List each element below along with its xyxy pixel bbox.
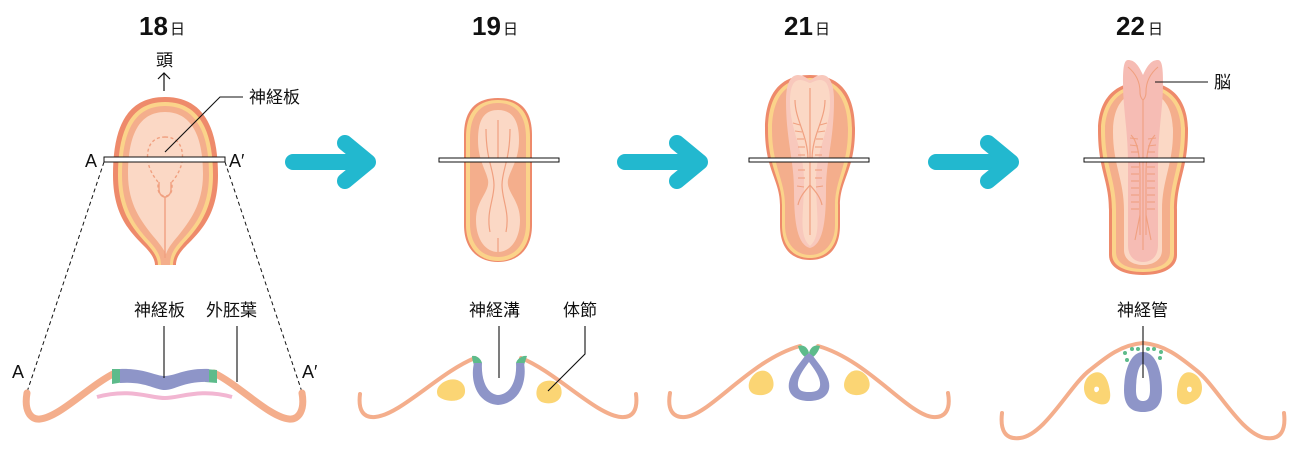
neural-crest-cells <box>1123 347 1163 362</box>
cross-section-21-day <box>667 344 951 420</box>
embryo-21-day <box>748 75 870 260</box>
day-number: 21 <box>784 11 813 41</box>
section-line <box>1083 157 1205 163</box>
cross-section-18-day: A A′ 神経板 外胚葉 <box>12 301 318 423</box>
day-unit: 日 <box>170 20 185 38</box>
section-a-prime-label: A′ <box>229 151 245 171</box>
embryo-18-day <box>113 97 218 265</box>
section-a-label: A <box>85 151 97 171</box>
day-number: 22 <box>1116 11 1145 41</box>
embryo-22-day: 脳 <box>1083 60 1231 275</box>
somite-marks <box>792 122 828 188</box>
somite-marks <box>1129 137 1157 210</box>
cross-section-22-day: 神経管 <box>999 301 1287 441</box>
day-number: 18 <box>139 11 168 41</box>
somite-label: 体節 <box>563 301 597 321</box>
section-a-label: A <box>12 362 24 382</box>
stage-title-22: 22 日 <box>1116 11 1163 41</box>
neural-plate-label: 神経板 <box>134 301 185 321</box>
brain-label: 脳 <box>1214 73 1231 93</box>
section-line <box>438 157 560 163</box>
progress-arrow-icon <box>928 135 1019 189</box>
stage-title-18: 18 日 <box>139 11 185 41</box>
neural-plate-label: 神経板 <box>249 88 300 108</box>
ectoderm-label: 外胚葉 <box>206 301 257 321</box>
neural-tube-label: 神経管 <box>1117 301 1168 321</box>
head-label: 頭 <box>156 51 173 71</box>
day-unit: 日 <box>815 20 830 38</box>
head-direction: 頭 <box>156 51 173 91</box>
progress-arrow-icon <box>617 135 708 189</box>
section-a-prime-label: A′ <box>302 362 318 382</box>
section-line-a: A A′ <box>26 151 303 393</box>
cross-section-19-day: 神経溝 体節 <box>357 301 639 420</box>
stage-title-21: 21 日 <box>784 11 830 41</box>
neural-plate-callout: 神経板 <box>164 88 300 153</box>
day-unit: 日 <box>503 20 518 38</box>
neural-groove-label: 神経溝 <box>469 301 520 321</box>
embryo-19-day <box>438 98 560 262</box>
stage-title-19: 19 日 <box>472 11 518 41</box>
progress-arrow-icon <box>285 135 376 189</box>
day-number: 19 <box>472 11 501 41</box>
section-line <box>748 157 870 163</box>
day-unit: 日 <box>1148 20 1163 38</box>
